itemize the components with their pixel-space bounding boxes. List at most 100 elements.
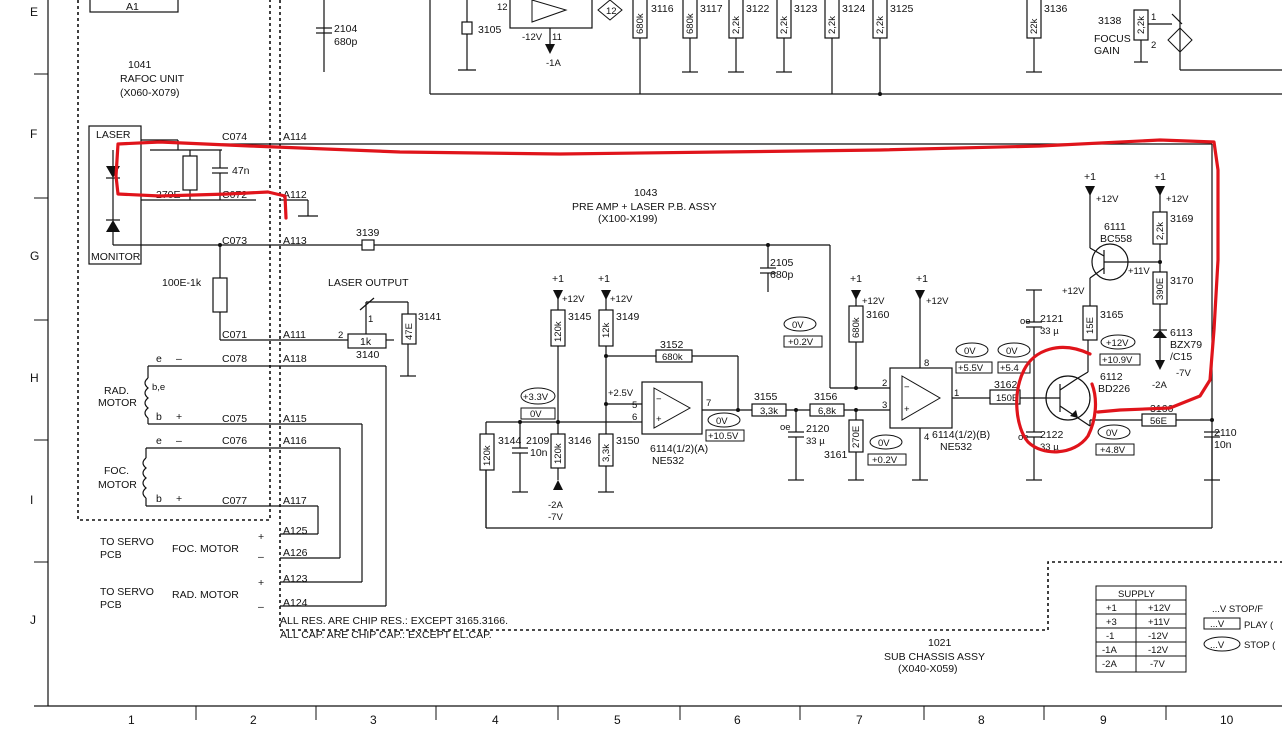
preamp-ref: 1043: [634, 187, 658, 199]
svg-text:+: +: [904, 404, 910, 415]
svg-text:+0.2V: +0.2V: [788, 337, 814, 348]
svg-text:+1: +1: [1154, 171, 1166, 183]
preamp-board: 1043 PRE AMP + LASER P.B. ASSY (X100-X19…: [280, 143, 1237, 529]
svg-text:–: –: [258, 551, 264, 563]
svg-text:0V: 0V: [1106, 428, 1118, 439]
sub-chassis-range: (X040-X059): [898, 663, 958, 675]
svg-text:680p: 680p: [770, 269, 794, 281]
connector-c071: C071: [222, 329, 247, 341]
svg-text:1: 1: [368, 314, 373, 325]
frame: [34, 0, 1282, 720]
top-strip: A1 2104 680p 3105 12 -12V 11 -1A 12 3116…: [89, 0, 1282, 96]
svg-text:680k: 680k: [635, 13, 646, 34]
svg-text:6114(1/2)(B): 6114(1/2)(B): [932, 429, 990, 441]
svg-text:0V: 0V: [716, 416, 728, 427]
svg-text:2121: 2121: [1040, 313, 1064, 325]
rafoc-title: RAFOC UNIT: [120, 73, 185, 85]
svg-text:3105: 3105: [478, 24, 502, 36]
monitor-diode-icon: [106, 220, 120, 232]
svg-text:3150: 3150: [616, 435, 640, 447]
svg-text:A123: A123: [283, 573, 308, 585]
svg-text:-1A: -1A: [546, 58, 561, 69]
svg-text:2: 2: [882, 378, 887, 389]
svg-text:+3: +3: [1106, 617, 1117, 628]
svg-text:33 µ: 33 µ: [1040, 442, 1059, 453]
svg-text:3124: 3124: [842, 3, 866, 15]
red-loop-annotation: [114, 138, 1220, 414]
svg-text:RAD. MOTOR: RAD. MOTOR: [172, 589, 239, 601]
svg-text:47n: 47n: [232, 165, 250, 177]
row-label: F: [30, 127, 37, 141]
svg-text:RAD.: RAD.: [104, 385, 129, 397]
svg-text:6,8k: 6,8k: [818, 406, 836, 417]
notes: ALL RES. ARE CHIP RES.: EXCEPT 3165.3166…: [280, 615, 985, 675]
row-label: H: [30, 371, 39, 385]
svg-text:STOP (: STOP (: [1244, 640, 1276, 651]
svg-text:3152: 3152: [660, 339, 684, 351]
svg-text:+1: +1: [850, 273, 862, 285]
svg-text:15E: 15E: [1085, 317, 1096, 334]
svg-text:3123: 3123: [794, 3, 818, 15]
legend: ...V STOP/F ...V PLAY ( ...V STOP (: [1203, 604, 1276, 652]
svg-text:...V: ...V: [1210, 640, 1225, 651]
svg-text:–: –: [176, 353, 182, 365]
svg-text:TO SERVO: TO SERVO: [100, 586, 154, 598]
svg-text:0V: 0V: [530, 409, 542, 420]
svg-text:TO SERVO: TO SERVO: [100, 536, 154, 548]
svg-text:+1: +1: [1084, 171, 1096, 183]
svg-text:2120: 2120: [806, 423, 830, 435]
svg-text:FOCUS: FOCUS: [1094, 33, 1131, 45]
svg-text:LASER OUTPUT: LASER OUTPUT: [328, 277, 409, 289]
svg-text:3146: 3146: [568, 435, 592, 447]
svg-text:+: +: [176, 411, 182, 423]
svg-text:A126: A126: [283, 547, 308, 559]
svg-text:MOTOR: MOTOR: [98, 397, 137, 409]
rafoc-unit: 1041 RAFOC UNIT (X060-X079) LASER MONITO…: [77, 0, 280, 521]
row-label: E: [30, 5, 38, 19]
svg-text:+12V: +12V: [1096, 194, 1119, 205]
svg-text:-1: -1: [1106, 631, 1114, 642]
svg-text:PLAY (: PLAY (: [1244, 620, 1274, 631]
connector-c073: C073: [222, 235, 247, 247]
svg-text:3145: 3145: [568, 311, 592, 323]
svg-text:12k: 12k: [601, 322, 612, 338]
monitor-label: MONITOR: [91, 251, 141, 263]
svg-text:8: 8: [924, 358, 929, 369]
svg-text:+1: +1: [916, 273, 928, 285]
svg-text:3165: 3165: [1100, 309, 1124, 321]
svg-text:6111: 6111: [1104, 221, 1126, 233]
svg-text:+0.2V: +0.2V: [872, 455, 898, 466]
sub-chassis-ref: 1021: [928, 637, 952, 649]
svg-text:+1: +1: [552, 273, 564, 285]
svg-text:2,2k: 2,2k: [875, 16, 886, 34]
svg-text:b: b: [156, 411, 162, 423]
row-label: J: [30, 613, 36, 627]
zener-diode-icon: [1153, 330, 1167, 338]
svg-text:3162: 3162: [994, 379, 1018, 391]
col-label: 4: [492, 713, 499, 727]
svg-text:22k: 22k: [1029, 18, 1040, 34]
svg-text:-2A: -2A: [1152, 380, 1167, 391]
svg-text:–: –: [258, 601, 264, 613]
svg-text:PCB: PCB: [100, 549, 122, 561]
svg-text:3170: 3170: [1170, 275, 1194, 287]
svg-text:3160: 3160: [866, 309, 890, 321]
svg-text:A114: A114: [283, 131, 307, 143]
svg-text:2,2k: 2,2k: [1136, 16, 1147, 34]
svg-text:2105: 2105: [770, 257, 794, 269]
svg-text:oe: oe: [780, 422, 791, 433]
svg-text:A111: A111: [283, 329, 306, 341]
svg-text:12: 12: [497, 2, 508, 13]
svg-text:−: −: [904, 382, 910, 393]
svg-text:-1A: -1A: [1102, 645, 1117, 656]
row-label: I: [30, 493, 33, 507]
svg-text:47E: 47E: [404, 323, 415, 340]
col-label: 2: [250, 713, 257, 727]
svg-text:+1: +1: [598, 273, 610, 285]
svg-text:A124: A124: [283, 597, 308, 609]
svg-text:3169: 3169: [1170, 213, 1194, 225]
svg-text:3,3k: 3,3k: [760, 406, 778, 417]
svg-text:+2.5V: +2.5V: [608, 388, 634, 399]
svg-text:3125: 3125: [890, 3, 914, 15]
